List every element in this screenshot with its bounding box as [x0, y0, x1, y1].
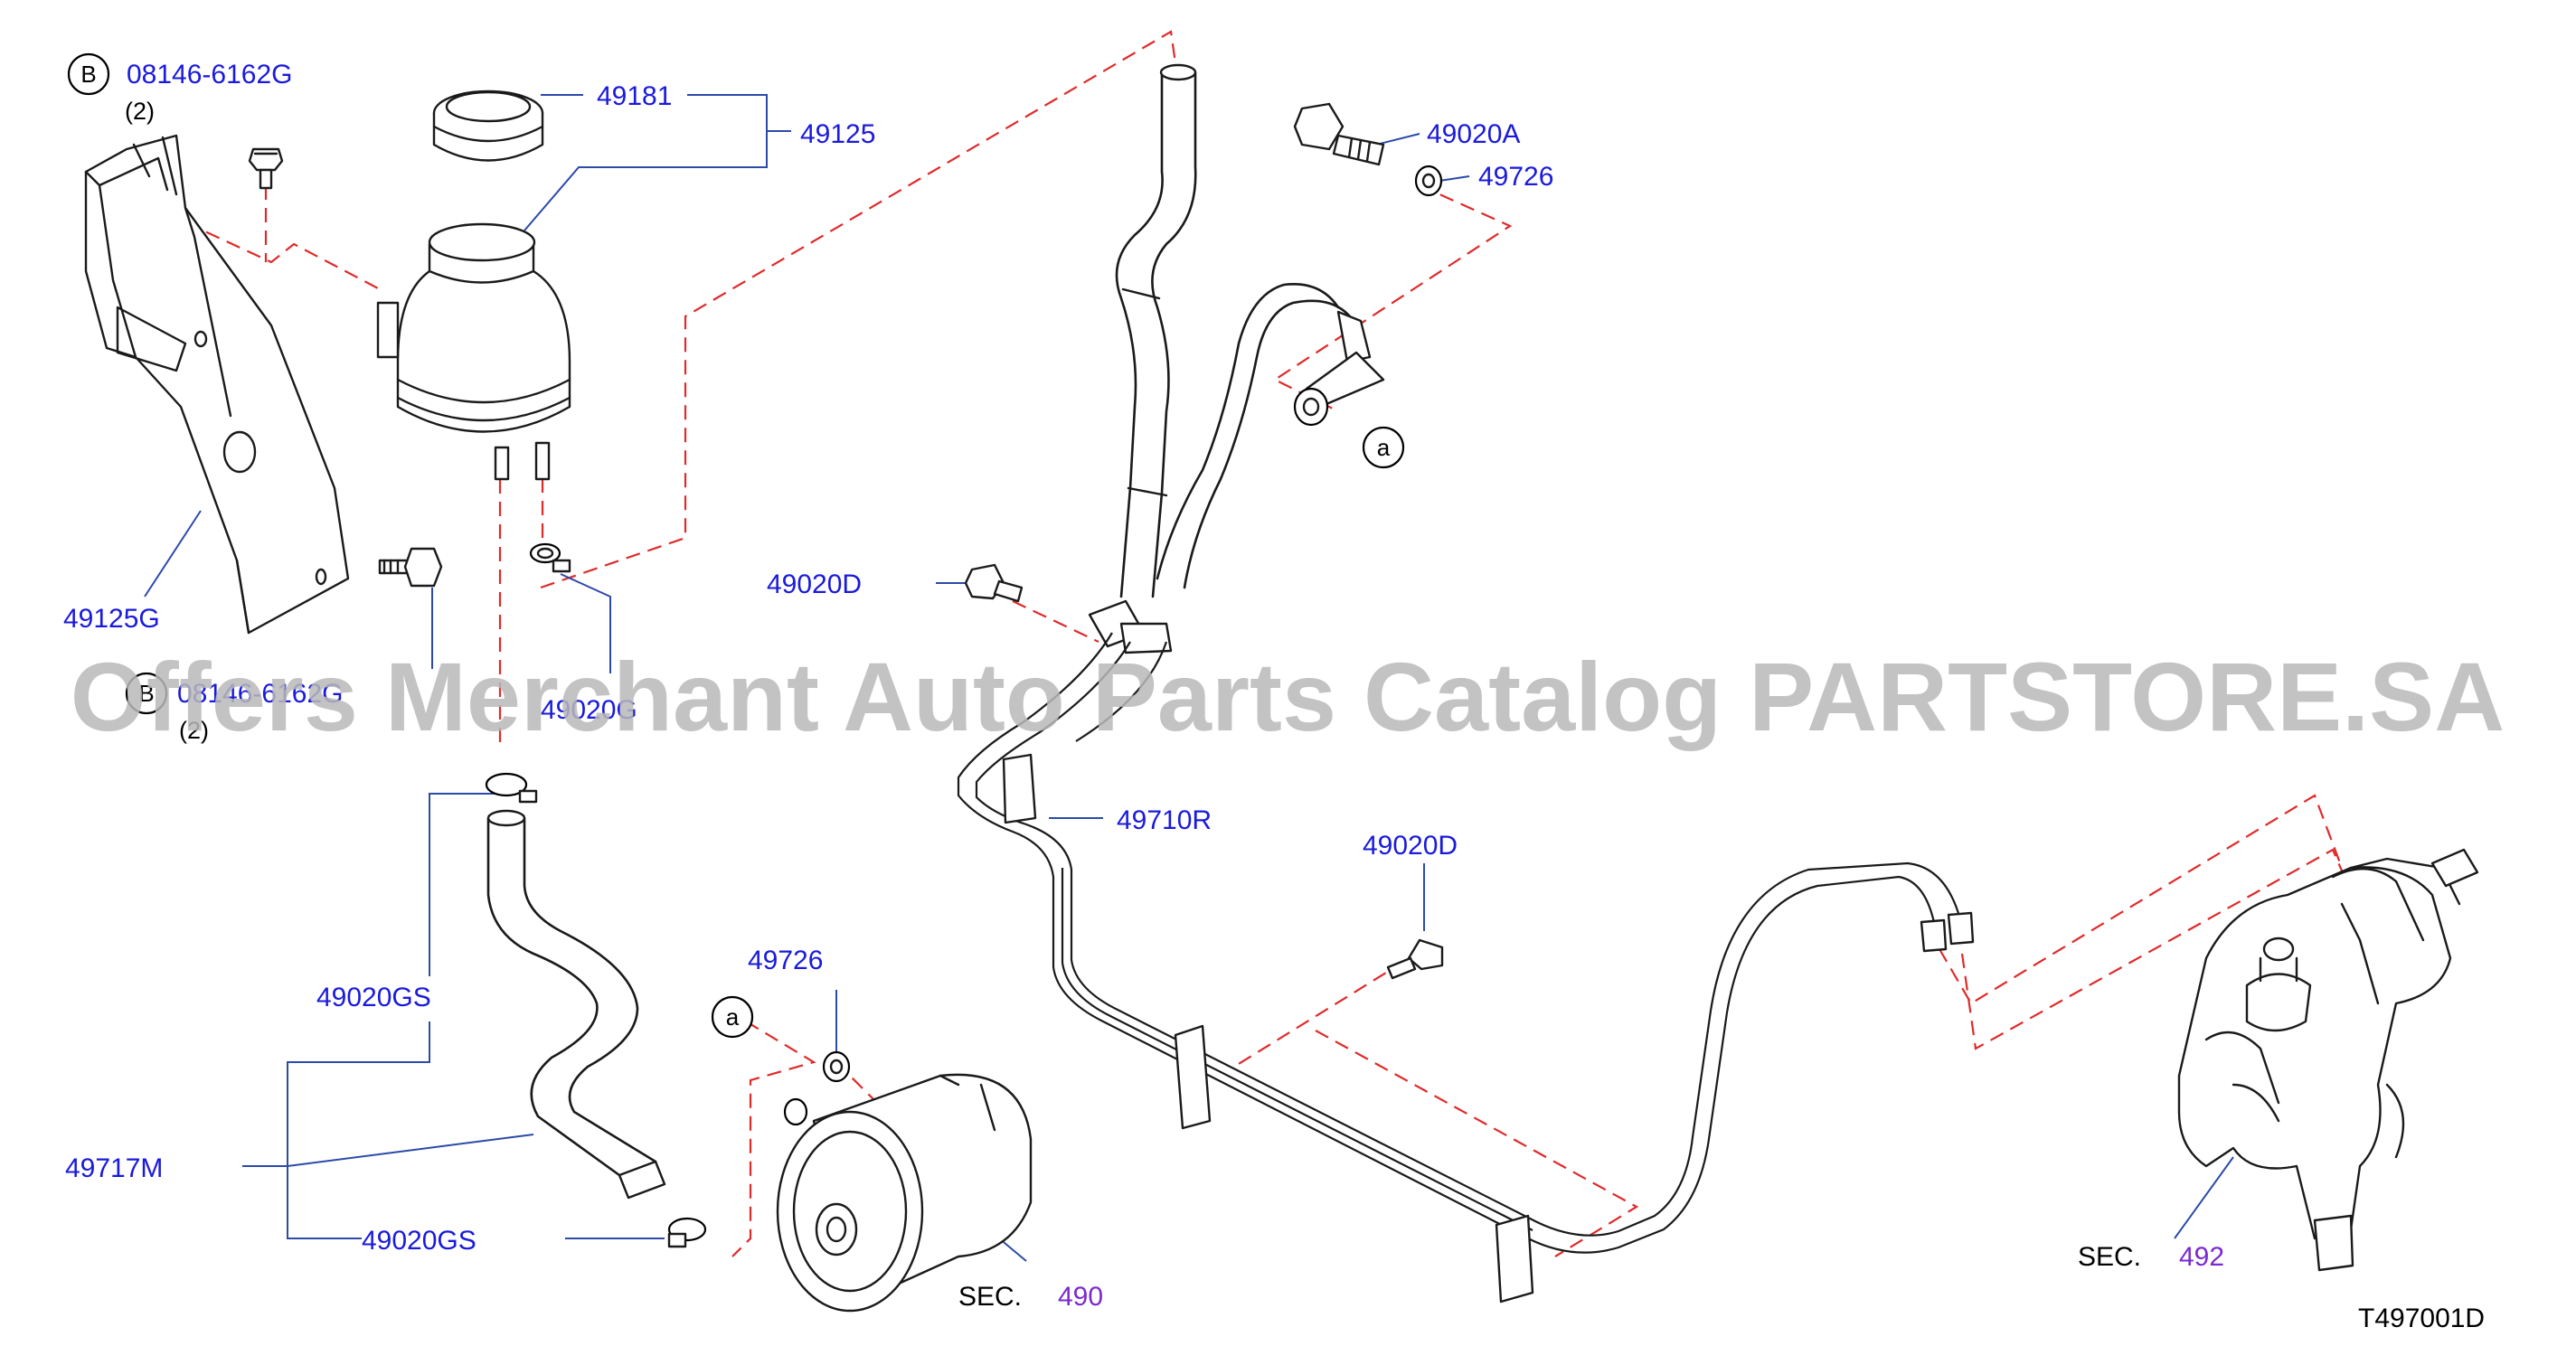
- watermark-text: Offers Merchant Auto Parts Catalog PARTS…: [71, 642, 2505, 751]
- leader-clamp-gs-top: [429, 793, 499, 976]
- reservoir-illustration: [376, 222, 571, 481]
- dash-tube-pipe-join: [1315, 1030, 1639, 1257]
- dash-washer-tube: [1272, 184, 1513, 412]
- label-tube[interactable]: 49710R: [1117, 805, 1212, 835]
- steel-tube-assembly-illustration: [957, 599, 1975, 1304]
- label-bracket[interactable]: 49125G: [63, 604, 160, 634]
- leader-hose-main: [242, 1134, 534, 1167]
- eye-bolt-illustration: [1293, 102, 1385, 166]
- part-labels: 08146-6162G (2) 49181 49125 49125G 08146…: [63, 60, 1553, 1256]
- circle-b-bottom-text: B: [138, 680, 154, 707]
- bolt-top-illustration: [248, 147, 284, 190]
- sec-gear-prefix: SEC.: [2078, 1242, 2141, 1272]
- circle-b-top: B: [67, 52, 110, 96]
- washer-top-illustration: [1414, 165, 1443, 197]
- label-bolt-top[interactable]: 08146-6162G: [127, 60, 293, 89]
- leader-clamp-mid: [560, 573, 611, 673]
- dash-gear-upper: [1939, 794, 2344, 1005]
- leader-reservoir: [524, 94, 768, 231]
- clamp-gs-bottom-illustration: [667, 1217, 707, 1248]
- leader-pump: [998, 1238, 1027, 1262]
- bolt-bottom-illustration: [378, 547, 443, 588]
- leader-eye-bolt: [1375, 133, 1420, 146]
- power-steering-pump-illustration: [776, 1073, 1033, 1313]
- dash-circle-a-pump: [731, 1021, 816, 1257]
- label-washer-bottom[interactable]: 49726: [748, 946, 823, 975]
- leader-hose-bracket: [287, 1021, 430, 1239]
- label-cap[interactable]: 49181: [597, 81, 672, 111]
- leader-washer-top: [1439, 175, 1470, 182]
- circle-b-top-text: B: [80, 61, 96, 88]
- dash-bolt-d-left: [1012, 600, 1099, 643]
- label-reservoir[interactable]: 49125: [800, 119, 875, 149]
- washer-bottom-illustration: [822, 1050, 851, 1083]
- pressure-hose-illustration: [1156, 283, 1385, 589]
- label-hose[interactable]: 49717M: [65, 1153, 163, 1183]
- label-clamp-gs-top[interactable]: 49020GS: [316, 983, 431, 1012]
- label-bolt-bottom-qty: (2): [179, 717, 209, 744]
- label-bolt-top-qty: (2): [125, 98, 155, 125]
- label-washer-top[interactable]: 49726: [1478, 162, 1553, 192]
- circle-a-bottom-text: a: [726, 1003, 740, 1031]
- return-hose-illustration: [1115, 63, 1197, 598]
- section-ref-pump[interactable]: SEC. 490: [958, 1282, 1103, 1312]
- sec-pump-prefix: SEC.: [958, 1282, 1022, 1312]
- circle-a-bottom: a: [711, 995, 754, 1039]
- sec-gear-number[interactable]: 492: [2179, 1242, 2224, 1272]
- sec-pump-number[interactable]: 490: [1058, 1282, 1103, 1312]
- label-bolt-d-right[interactable]: 49020D: [1363, 831, 1458, 861]
- leader-bracket: [144, 510, 202, 598]
- steering-gear-illustration: [2177, 848, 2479, 1272]
- bolt-d-left-illustration: [964, 563, 1024, 603]
- label-eye-bolt[interactable]: 49020A: [1427, 119, 1520, 149]
- label-bolt-bottom[interactable]: 08146-6162G: [177, 679, 344, 709]
- label-clamp-gs-bottom[interactable]: 49020GS: [362, 1226, 477, 1256]
- leader-lines: [144, 94, 2234, 1262]
- bolt-d-right-illustration: [1386, 938, 1444, 980]
- reservoir-cap-illustration: [432, 89, 544, 162]
- section-ref-gear[interactable]: SEC. 492: [2078, 1242, 2224, 1272]
- leader-gear: [2174, 1156, 2234, 1239]
- bracket-illustration: [84, 134, 350, 635]
- dash-reservoir-clamp-long: [540, 30, 1177, 589]
- dash-bolt-d-right: [1233, 948, 1425, 1068]
- suction-hose-illustration: [486, 809, 666, 1200]
- circle-b-bottom: B: [125, 672, 168, 715]
- dash-gear-lower: [1960, 848, 2362, 1050]
- label-bolt-d-left[interactable]: 49020D: [767, 569, 862, 599]
- circle-a-top: a: [1362, 426, 1405, 469]
- clamp-mid-illustration: [529, 542, 571, 573]
- diagram-code: T497001D: [2358, 1304, 2485, 1333]
- label-clamp-mid[interactable]: 49020G: [541, 695, 637, 725]
- clamp-gs-top-illustration: [485, 772, 538, 804]
- dash-bracket-reservoir: [144, 202, 381, 290]
- circle-a-top-text: a: [1377, 434, 1391, 461]
